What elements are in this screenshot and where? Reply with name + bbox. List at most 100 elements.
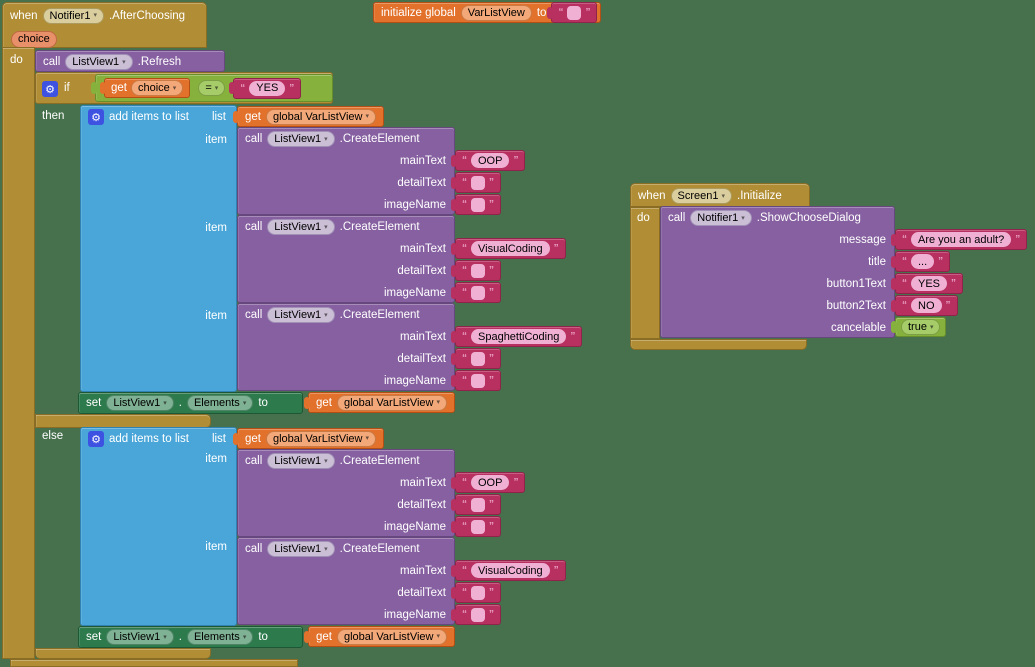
string-value[interactable] bbox=[567, 5, 582, 20]
global-name-field[interactable]: VarListView bbox=[460, 4, 532, 21]
string-value[interactable]: VisualCoding bbox=[471, 241, 550, 256]
block-create-element-then-3[interactable]: call ListView1 ▾ .CreateElement mainText… bbox=[237, 303, 455, 391]
string-are-you-an-adult[interactable]: “ Are you an adult? ” bbox=[895, 229, 1028, 250]
block-equals-condition[interactable]: get choice ▾ = ▾ “ YES ” bbox=[95, 74, 333, 102]
string-value[interactable] bbox=[471, 519, 485, 534]
string-value[interactable] bbox=[471, 497, 485, 512]
block-initialize-global-varlistview[interactable]: initialize global VarListView to “ ” bbox=[373, 2, 602, 23]
dropdown-listview1[interactable]: ListView1 ▾ bbox=[106, 395, 174, 411]
block-get-global-varlistview-else[interactable]: get global VarListView ▾ bbox=[237, 428, 384, 449]
string-value[interactable]: OOP bbox=[471, 153, 510, 168]
string-empty-init[interactable]: “ ” bbox=[551, 2, 598, 23]
string-value[interactable] bbox=[471, 585, 485, 600]
block-call-showchoosedialog[interactable]: call Notifier1 ▾ .ShowChooseDialog messa… bbox=[660, 206, 895, 338]
string-value[interactable] bbox=[471, 373, 485, 388]
when-block-bottom[interactable] bbox=[10, 659, 298, 667]
mutator-gear-icon[interactable]: ⚙ bbox=[42, 81, 58, 97]
string-value[interactable] bbox=[471, 285, 485, 300]
string-empty[interactable]: “ ” bbox=[455, 494, 501, 515]
item-socket-label: item bbox=[205, 541, 227, 553]
string-empty[interactable]: “ ” bbox=[455, 172, 501, 193]
block-get-global-varlistview-then[interactable]: get global VarListView ▾ bbox=[237, 106, 384, 127]
dropdown-global-varlistview[interactable]: global VarListView ▾ bbox=[266, 430, 376, 447]
if-block-bottom[interactable] bbox=[35, 648, 211, 659]
string-value[interactable] bbox=[471, 197, 485, 212]
string-value[interactable] bbox=[471, 351, 485, 366]
param-label-imagename: imageName bbox=[384, 287, 446, 299]
string-value[interactable] bbox=[471, 175, 485, 190]
string-value[interactable]: Are you an adult? bbox=[911, 232, 1012, 247]
string-value[interactable]: ... bbox=[911, 254, 935, 269]
when-block-bottom[interactable] bbox=[630, 339, 807, 350]
dropdown-listview1[interactable]: ListView1 ▾ bbox=[267, 307, 335, 323]
string-empty[interactable]: “ ” bbox=[455, 604, 501, 625]
block-create-element-else-1[interactable]: call ListView1 ▾ .CreateElement mainText… bbox=[237, 449, 455, 537]
string-value[interactable] bbox=[471, 607, 485, 622]
dropdown-listview1[interactable]: ListView1 ▾ bbox=[65, 54, 133, 70]
string-oop-then[interactable]: “ OOP ” bbox=[455, 150, 526, 171]
dropdown-listview1[interactable]: ListView1 ▾ bbox=[267, 453, 335, 469]
dropdown-listview1[interactable]: ListView1 ▾ bbox=[106, 629, 174, 645]
string-value[interactable]: NO bbox=[911, 298, 942, 313]
param-label-maintext: mainText bbox=[399, 155, 446, 167]
string-empty[interactable]: “ ” bbox=[455, 370, 501, 391]
block-set-elements-else[interactable]: set ListView1 ▾ . Elements ▾ to bbox=[78, 626, 303, 648]
string-value[interactable]: OOP bbox=[471, 475, 510, 490]
block-logic-true[interactable]: true ▾ bbox=[895, 317, 947, 337]
block-get-global-varlistview-then-set[interactable]: get global VarListView ▾ bbox=[308, 392, 455, 413]
dropdown-notifier1[interactable]: Notifier1 ▾ bbox=[690, 210, 752, 226]
dropdown-listview1[interactable]: ListView1 ▾ bbox=[267, 541, 335, 557]
block-create-element-then-2[interactable]: call ListView1 ▾ .CreateElement mainText… bbox=[237, 215, 455, 303]
string-empty[interactable]: “ ” bbox=[455, 582, 501, 603]
block-create-element-else-2[interactable]: call ListView1 ▾ .CreateElement mainText… bbox=[237, 537, 455, 625]
block-when-screen1-initialize[interactable]: when Screen1 ▾ .Initialize bbox=[630, 183, 810, 207]
dropdown-true[interactable]: true ▾ bbox=[901, 319, 941, 335]
dropdown-elements-property[interactable]: Elements ▾ bbox=[186, 629, 254, 645]
param-choice-pill[interactable]: choice bbox=[11, 30, 57, 48]
string-oop-else[interactable]: “ OOP ” bbox=[455, 472, 526, 493]
dropdown-global-varlistview[interactable]: global VarListView ▾ bbox=[337, 628, 447, 645]
block-set-elements-then[interactable]: set ListView1 ▾ . Elements ▾ to bbox=[78, 392, 303, 414]
string-title-dots[interactable]: “ ... ” bbox=[895, 251, 951, 272]
string-empty[interactable]: “ ” bbox=[455, 260, 501, 281]
string-visualcoding-then[interactable]: “ VisualCoding ” bbox=[455, 238, 566, 259]
dropdown-screen1[interactable]: Screen1 ▾ bbox=[670, 188, 732, 204]
dropdown-notifier1[interactable]: Notifier1 ▾ bbox=[42, 7, 104, 24]
string-value[interactable]: VisualCoding bbox=[471, 563, 550, 578]
string-value[interactable]: YES bbox=[249, 80, 286, 96]
mutator-gear-icon[interactable]: ⚙ bbox=[88, 431, 104, 447]
dropdown-listview1[interactable]: ListView1 ▾ bbox=[267, 131, 335, 147]
block-create-element-then-1[interactable]: call ListView1 ▾ .CreateElement mainText… bbox=[237, 127, 455, 215]
string-empty[interactable]: “ ” bbox=[455, 516, 501, 537]
block-get-global-varlistview-else-set[interactable]: get global VarListView ▾ bbox=[308, 626, 455, 647]
string-yes-button[interactable]: “ YES ” bbox=[895, 273, 964, 294]
block-call-listview-refresh[interactable]: call ListView1 ▾ .Refresh bbox=[35, 50, 225, 72]
dropdown-global-varlistview[interactable]: global VarListView ▾ bbox=[337, 394, 447, 411]
string-yes-condition[interactable]: “ YES ” bbox=[233, 77, 302, 99]
block-get-choice[interactable]: get choice ▾ bbox=[104, 78, 191, 98]
string-spaghetticoding-then[interactable]: “ SpaghettiCoding ” bbox=[455, 326, 583, 347]
to-label: to bbox=[258, 397, 268, 409]
when-block-spine[interactable] bbox=[2, 47, 35, 659]
block-add-items-then[interactable]: ⚙ add items to list list item item item bbox=[80, 105, 237, 392]
string-value[interactable]: SpaghettiCoding bbox=[471, 329, 567, 344]
string-value[interactable] bbox=[471, 263, 485, 278]
dropdown-elements-property[interactable]: Elements ▾ bbox=[186, 395, 254, 411]
dropdown-operator-equals[interactable]: = ▾ bbox=[198, 80, 226, 96]
dropdown-choice[interactable]: choice ▾ bbox=[131, 80, 184, 96]
when-block-spine[interactable] bbox=[630, 207, 660, 339]
dropdown-listview1[interactable]: ListView1 ▾ bbox=[267, 219, 335, 235]
block-add-items-else[interactable]: ⚙ add items to list list item item bbox=[80, 427, 237, 626]
quote-close-icon: ” bbox=[489, 177, 494, 188]
string-value[interactable]: YES bbox=[911, 276, 948, 291]
string-empty[interactable]: “ ” bbox=[455, 282, 501, 303]
if-block-else-band[interactable] bbox=[35, 414, 211, 428]
string-visualcoding-else[interactable]: “ VisualCoding ” bbox=[455, 560, 566, 581]
string-empty[interactable]: “ ” bbox=[455, 348, 501, 369]
mutator-gear-icon[interactable]: ⚙ bbox=[88, 109, 104, 125]
string-no-button[interactable]: “ NO ” bbox=[895, 295, 958, 316]
block-when-notifier-afterchoosing[interactable]: when Notifier1 ▾ .AfterChoosing choice bbox=[2, 2, 207, 48]
string-empty[interactable]: “ ” bbox=[455, 194, 501, 215]
dropdown-global-varlistview[interactable]: global VarListView ▾ bbox=[266, 108, 376, 125]
